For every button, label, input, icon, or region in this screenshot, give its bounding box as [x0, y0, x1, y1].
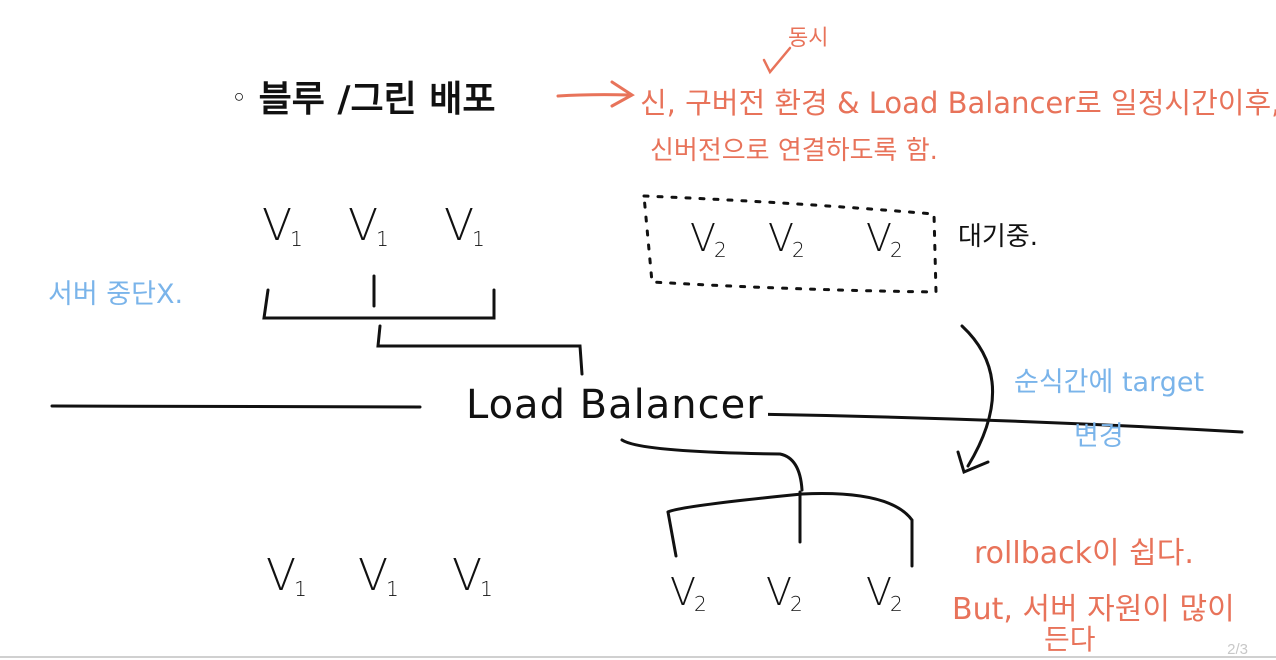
load-balancer-label: Load Balancer — [462, 382, 768, 428]
standby-v2-node: V2 — [866, 216, 903, 262]
top-v1-node: V1 — [444, 200, 485, 251]
bottom-v2-node: V2 — [766, 570, 803, 616]
explanation-line1: 신, 구버전 환경 & Load Balancer로 일정시간이후, — [640, 86, 1276, 120]
standby-label: 대기중. — [958, 222, 1039, 252]
top-v1-connector — [262, 274, 584, 376]
heading-bullet: ◦ — [232, 86, 247, 111]
bottom-v1-node: V1 — [358, 550, 399, 601]
standby-v2-node: V2 — [690, 216, 727, 262]
pros-cons-line3: 든다 — [1044, 623, 1096, 656]
bottom-v2-node: V2 — [670, 570, 707, 616]
heading-text: 블루 /그린 배포 — [258, 79, 496, 120]
pros-cons-line1: rollback이 쉽다. — [974, 536, 1194, 571]
switch-note-line1: 순식간에 target — [1014, 367, 1205, 398]
top-v1-node: V1 — [262, 200, 303, 251]
bottom-v2-connector — [620, 438, 914, 568]
insert-caret — [762, 46, 792, 75]
explanation-line2: 신버전으로 연결하도록 함. — [650, 136, 938, 166]
bottom-v2-node: V2 — [866, 570, 903, 616]
no-downtime-note: 서버 중단X. — [48, 279, 184, 310]
switch-note-line2: 변경 — [1074, 421, 1124, 452]
divider-line — [50, 404, 1244, 434]
switch-arrow — [956, 324, 995, 475]
pros-cons-line2: But, 서버 자원이 많이 — [952, 592, 1235, 627]
bottom-v1-node: V1 — [266, 550, 307, 601]
page-indicator: 2/3 — [1227, 641, 1248, 658]
bottom-v1-node: V1 — [452, 550, 493, 601]
heading: ◦ 블루 /그린 배포 — [232, 70, 496, 122]
top-v1-node: V1 — [348, 200, 389, 251]
heading-arrow — [556, 80, 635, 108]
explanation-insert: 동시 — [788, 26, 829, 51]
standby-box — [642, 194, 938, 294]
standby-v2-node: V2 — [768, 216, 805, 262]
